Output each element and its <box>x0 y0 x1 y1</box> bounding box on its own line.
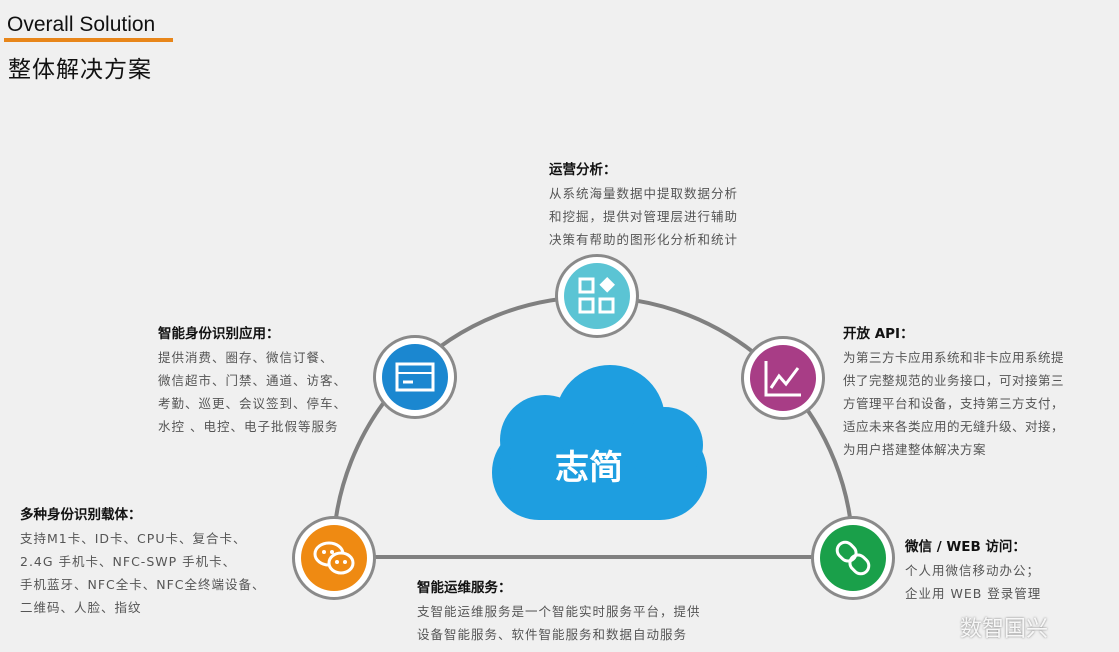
carriers-title: 多种身份识别载体： <box>20 507 142 523</box>
identity-app-node <box>373 335 457 419</box>
open-api-title: 开放 API： <box>843 326 914 342</box>
identity-app-body: 提供消费、圈存、微信订餐、 微信超市、门禁、通道、访客、 考勤、巡更、会议签到、… <box>158 350 348 434</box>
watermark-text: 数智国兴 <box>960 617 1049 642</box>
card-icon <box>382 344 448 410</box>
wechat-web-block: 微信 / WEB 访问： 个人用微信移动办公； 企业用 WEB 登录管理 <box>905 535 1041 605</box>
title-english: Overall Solution <box>7 13 156 36</box>
line-chart-icon <box>750 345 816 411</box>
carriers-node <box>292 516 376 600</box>
open-api-node <box>741 336 825 420</box>
identity-app-block: 智能身份识别应用： 提供消费、圈存、微信订餐、 微信超市、门禁、通道、访客、 考勤… <box>158 322 347 438</box>
ops-body: 支智能运维服务是一个智能实时服务平台，提供 设备智能服务、软件智能服务和数据自动… <box>417 604 701 642</box>
open-api-body: 为第三方卡应用系统和非卡应用系统提 供了完整规范的业务接口，可对接第三 方管理平… <box>843 350 1065 457</box>
cloud-label: 志简 <box>555 448 623 488</box>
title-chinese: 整体解决方案 <box>8 57 152 83</box>
ops-block: 智能运维服务： 支智能运维服务是一个智能实时服务平台，提供 设备智能服务、软件智能… <box>417 576 701 646</box>
watermark-logo: 数智国兴 <box>960 616 1048 644</box>
carriers-body: 支持M1卡、ID卡、CPU卡、复合卡、 2.4G 手机卡、NFC-SWP 手机卡… <box>20 531 266 615</box>
identity-app-title: 智能身份识别应用： <box>158 326 280 342</box>
analytics-block: 运营分析： 从系统海量数据中提取数据分析 和挖掘，提供对管理层进行辅助 决策有帮助… <box>549 158 738 251</box>
title-underline <box>4 38 173 42</box>
carriers-block: 多种身份识别载体： 支持M1卡、ID卡、CPU卡、复合卡、 2.4G 手机卡、NF… <box>20 503 266 619</box>
wechat-web-body: 个人用微信移动办公； 企业用 WEB 登录管理 <box>905 563 1042 601</box>
wechat-web-title: 微信 / WEB 访问： <box>905 539 1026 555</box>
wechat-icon <box>301 525 367 591</box>
analytics-body: 从系统海量数据中提取数据分析 和挖掘，提供对管理层进行辅助 决策有帮助的图形化分… <box>549 186 739 247</box>
analytics-node <box>555 254 639 338</box>
wechat-web-node <box>811 516 895 600</box>
ops-title: 智能运维服务： <box>417 580 512 596</box>
grid-icon <box>564 263 630 329</box>
link-icon <box>820 525 886 591</box>
open-api-block: 开放 API： 为第三方卡应用系统和非卡应用系统提 供了完整规范的业务接口，可对接… <box>843 322 1064 461</box>
analytics-title: 运营分析： <box>549 162 617 178</box>
cloud-shape <box>492 365 707 520</box>
